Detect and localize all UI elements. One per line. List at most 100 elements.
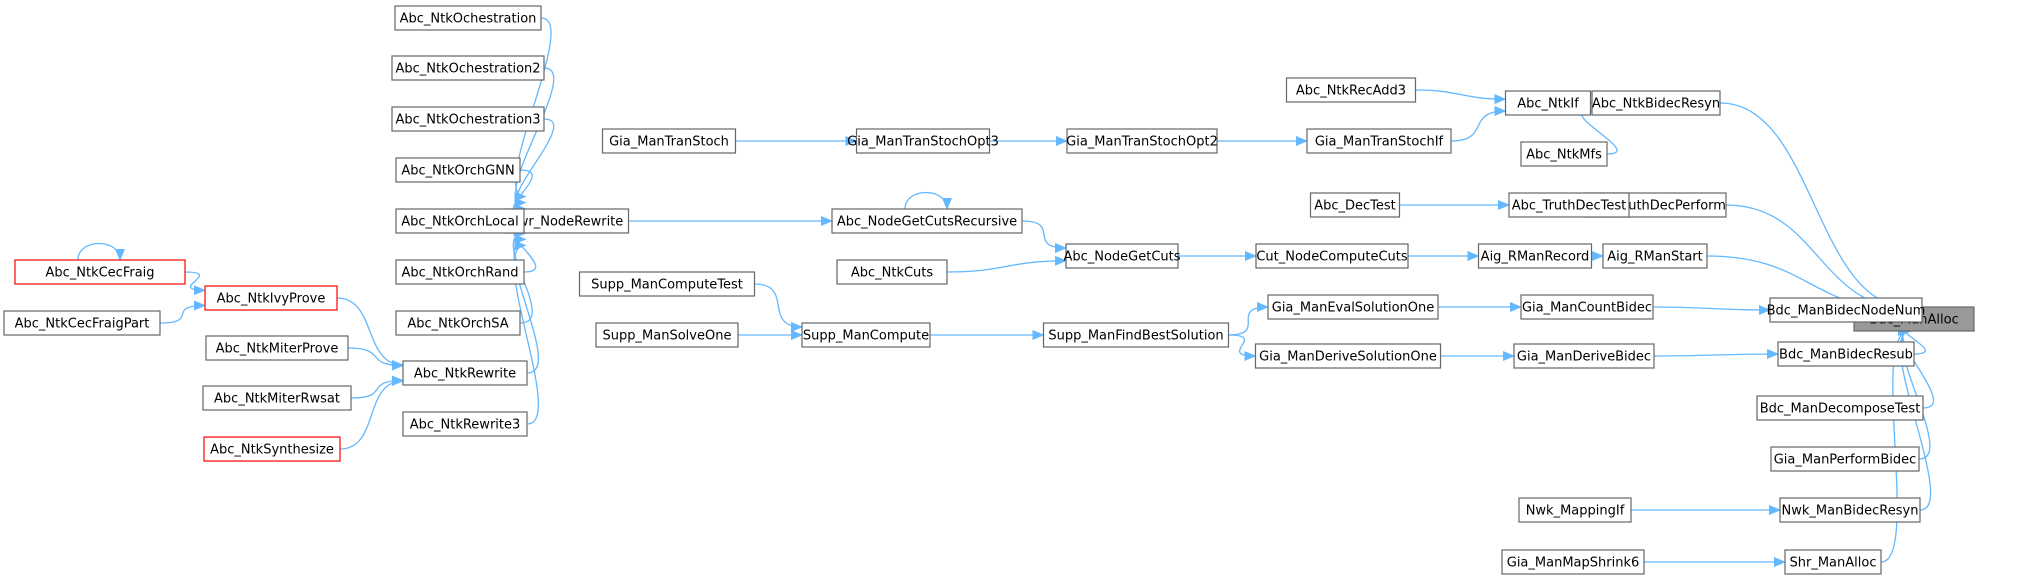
node-abc-ntkochestration[interactable]: Abc_NtkOchestration [394, 5, 542, 31]
node-box [1065, 243, 1179, 269]
node-abc-ntkmfs[interactable]: Abc_NtkMfs [1520, 141, 1608, 167]
node-box [1255, 243, 1409, 269]
node-abc-ntksynthesize[interactable]: Abc_NtkSynthesize [203, 436, 341, 462]
node-label: Abc_NtkOchestration [400, 12, 537, 27]
node-box [1477, 243, 1593, 269]
node-abc-ntkcuts[interactable]: Abc_NtkCuts [836, 259, 948, 285]
node-label: Shr_ManAlloc [1790, 556, 1877, 571]
node-bdc-mandecomposetest[interactable]: Bdc_ManDecomposeTest [1756, 395, 1924, 421]
node-box [1520, 141, 1608, 167]
edge-n26-n25 [336, 297, 404, 370]
edge-n35-n34 [1652, 304, 1771, 315]
node-box [394, 5, 542, 31]
edge-n16-n16 [904, 191, 952, 210]
node-box [1770, 446, 1920, 472]
node-box [3, 310, 161, 336]
node-nwk-mappingif[interactable]: Nwk_MappingIf [1518, 497, 1632, 523]
node-supp-manfindbestsolution[interactable]: Supp_ManFindBestSolution [1042, 322, 1230, 348]
node-box [395, 208, 525, 234]
node-supp-mancomputetest[interactable]: Supp_ManComputeTest [578, 271, 756, 297]
node-box [1513, 343, 1655, 369]
edge-n29-n25 [347, 347, 404, 371]
node-abc-ntkcecfraigpart[interactable]: Abc_NtkCecFraigPart [3, 310, 161, 336]
node-box [1254, 343, 1442, 369]
node-supp-mancompute[interactable]: Supp_ManCompute [801, 322, 931, 348]
node-supp-mansolveone[interactable]: Supp_ManSolveOne [595, 322, 739, 348]
node-shr-manalloc[interactable]: Shr_ManAlloc [1784, 549, 1882, 575]
node-abc-ntkorchlocal[interactable]: Abc_NtkOrchLocal [395, 208, 525, 234]
node-gia-mancountbidec[interactable]: Gia_ManCountBidec [1520, 294, 1654, 320]
node-abc-ntkochestration3[interactable]: Abc_NtkOchestration3 [391, 106, 545, 132]
node-abc-dectest[interactable]: Abc_DecTest [1309, 192, 1401, 218]
node-box [855, 128, 991, 154]
node-cut-nodecomputecuts[interactable]: Cut_NodeComputeCuts [1255, 243, 1409, 269]
node-box [836, 259, 948, 285]
node-label: Rwr_NodeRewrite [509, 215, 624, 230]
node-abc-ntkorchsa[interactable]: Abc_NtkOrchSA [395, 310, 521, 336]
node-abc-ntkif[interactable]: Abc_NtkIf [1504, 90, 1592, 116]
node-abc-ntkrewrite3[interactable]: Abc_NtkRewrite3 [402, 411, 528, 437]
node-gia-manperformbidec[interactable]: Gia_ManPerformBidec [1770, 446, 1920, 472]
node-box [1285, 77, 1417, 103]
node-label: Abc_NtkOrchSA [407, 317, 508, 332]
node-label: Abc_NtkOrchLocal [401, 215, 519, 230]
edge-n19-n17 [514, 67, 555, 208]
edge-n9-n0 [1725, 204, 1912, 314]
node-abc-nodegetcutsrecursive[interactable]: Abc_NodeGetCutsRecursive [831, 208, 1023, 234]
node-abc-ntkrewrite[interactable]: Abc_NtkRewrite [402, 360, 528, 386]
node-label: Aig_RManStart [1607, 250, 1702, 265]
node-box [601, 128, 737, 154]
node-aig-rmanrecord[interactable]: Aig_RManRecord [1477, 243, 1593, 269]
node-label: Bdc_ManBidecResub [1779, 348, 1913, 363]
node-abc-ntkorchrand[interactable]: Abc_NtkOrchRand [395, 259, 525, 285]
node-label: Abc_NtkMiterRwsat [214, 392, 340, 407]
node-label: Abc_DecTest [1314, 199, 1396, 214]
node-abc-ntkorchgnn[interactable]: Abc_NtkOrchGNN [395, 157, 521, 183]
node-gia-manderivebidec[interactable]: Gia_ManDeriveBidec [1513, 343, 1655, 369]
node-abc-ntkrecadd3[interactable]: Abc_NtkRecAdd3 [1285, 77, 1417, 103]
edge-n31-n25 [339, 376, 404, 450]
node-box [1501, 549, 1645, 575]
node-label: Abc_NtkCecFraigPart [15, 317, 150, 332]
node-label: Abc_NtkIvyProve [217, 292, 326, 307]
node-abc-ntkmiterrwsat[interactable]: Abc_NtkMiterRwsat [202, 385, 352, 411]
node-gia-mantranstochopt2[interactable]: Gia_ManTranStochOpt2 [1066, 128, 1218, 154]
node-box [1518, 497, 1632, 523]
node-box [1602, 243, 1708, 269]
node-label: Nwk_ManBidecResyn [1782, 504, 1919, 519]
node-abc-ntkochestration2[interactable]: Abc_NtkOchestration2 [391, 55, 545, 81]
edge-n16-n15 [1021, 220, 1067, 253]
node-abc-ntkmiterprove[interactable]: Abc_NtkMiterProve [205, 335, 349, 361]
node-bdc-manbidecnodenum[interactable]: Bdc_ManBidecNodeNum [1767, 297, 1926, 323]
node-abc-ntkbidecresyn[interactable]: Abc_NtkBidecResyn [1591, 90, 1721, 116]
node-abc-ntkcecfraig[interactable]: Abc_NtkCecFraig [14, 259, 186, 285]
node-box [831, 208, 1023, 234]
node-nwk-manbidecresyn[interactable]: Nwk_ManBidecResyn [1779, 497, 1921, 523]
node-gia-mantranstoch[interactable]: Gia_ManTranStoch [601, 128, 737, 154]
node-gia-mantranstochif[interactable]: Gia_ManTranStochIf [1306, 128, 1452, 154]
node-box [1042, 322, 1230, 348]
node-box [202, 385, 352, 411]
node-gia-manevalsolutionone[interactable]: Gia_ManEvalSolutionOne [1267, 294, 1439, 320]
edge-n3-n2 [1415, 89, 1507, 105]
node-box [1066, 128, 1218, 154]
node-label: Abc_NtkBidecResyn [1592, 97, 1720, 112]
node-abc-ntkivyprove[interactable]: Abc_NtkIvyProve [204, 285, 338, 311]
node-gia-manmapshrink6[interactable]: Gia_ManMapShrink6 [1501, 549, 1645, 575]
node-label: Gia_ManTranStochIf [1315, 135, 1444, 150]
node-box [391, 106, 545, 132]
node-aig-rmanstart[interactable]: Aig_RManStart [1602, 243, 1708, 269]
node-gia-mantranstochopt3[interactable]: Gia_ManTranStochOpt3 [847, 128, 999, 154]
node-box [395, 259, 525, 285]
node-abc-nodegetcuts[interactable]: Abc_NodeGetCuts [1063, 243, 1181, 269]
edge-n1-n0 [1719, 102, 1910, 312]
edge-n32-n17 [513, 240, 539, 425]
node-gia-manderivesolutionone[interactable]: Gia_ManDeriveSolutionOne [1254, 343, 1442, 369]
node-box [1779, 497, 1921, 523]
node-bdc-manbidecresub[interactable]: Bdc_ManBidecResub [1777, 341, 1915, 367]
node-box [1504, 90, 1592, 116]
edge-n27-n26 [184, 271, 206, 296]
node-abc-truthdectest[interactable]: Abc_TruthDecTest [1508, 192, 1630, 218]
node-label: Cut_NodeComputeCuts [1256, 250, 1408, 265]
